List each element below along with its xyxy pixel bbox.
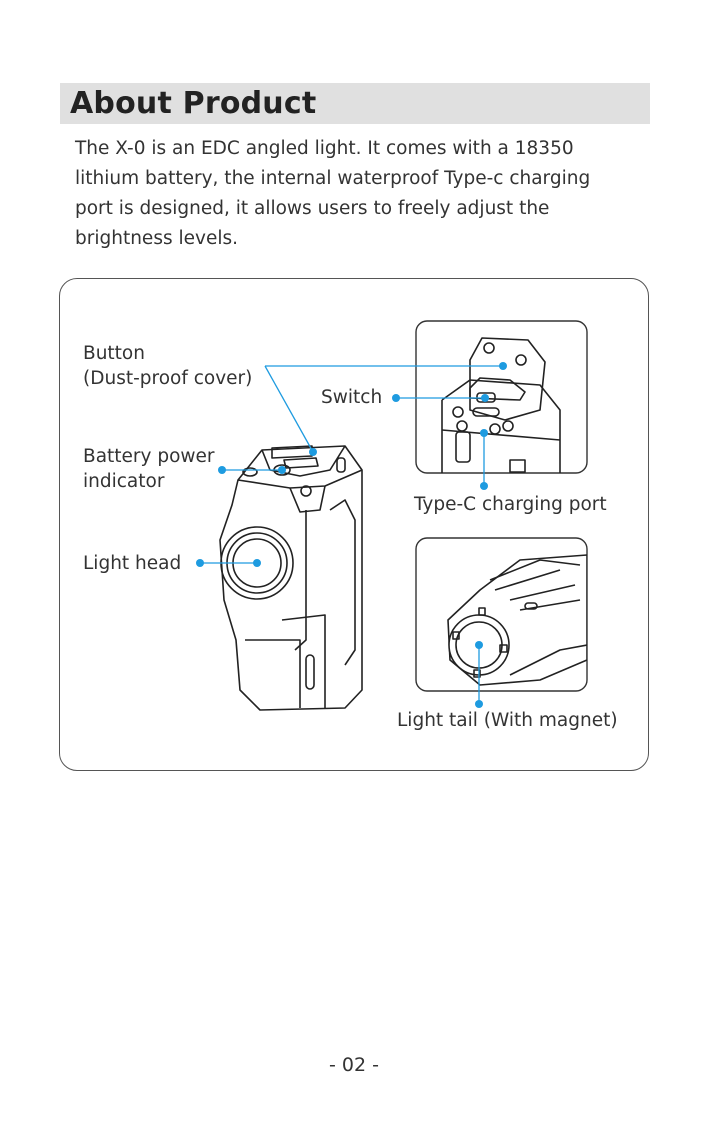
button-point: [499, 362, 507, 370]
switch-point: [481, 394, 489, 402]
label-switch: Switch: [321, 387, 383, 408]
top-detail-frame: [415, 320, 588, 474]
label-light-tail: Light tail (With magnet): [397, 710, 618, 731]
label-battery-sub: indicator: [83, 471, 165, 492]
flashlight-illustration: [219, 445, 363, 711]
label-light-head: Light head: [83, 553, 182, 574]
leader-dots: [196, 362, 507, 708]
light-head-dot: [196, 559, 204, 567]
label-battery: Battery power: [83, 446, 215, 467]
intro-line: brightness levels.: [75, 228, 238, 249]
type-c-point: [480, 429, 488, 437]
intro-line: The X-0 is an EDC angled light. It comes…: [75, 138, 574, 159]
leader-lines: [200, 365, 503, 704]
switch-dot: [392, 394, 400, 402]
light-tail-point: [475, 641, 483, 649]
light-tail-dot: [475, 700, 483, 708]
light-head-point: [253, 559, 261, 567]
battery-point: [278, 466, 286, 474]
section-title: About Product: [70, 86, 317, 121]
label-button: Button: [83, 343, 145, 364]
battery-dot: [218, 466, 226, 474]
label-type-c: Type-C charging port: [414, 494, 607, 515]
product-diagram-panel: [59, 278, 649, 771]
button-point-main: [309, 448, 317, 456]
intro-line: port is designed, it allows users to fre…: [75, 198, 550, 219]
type-c-dot: [480, 482, 488, 490]
page-number: - 02 -: [329, 1054, 379, 1076]
section-header: About Product: [60, 83, 650, 124]
intro-line: lithium battery, the internal waterproof…: [75, 168, 591, 189]
top-detail-illustration: [441, 337, 561, 473]
intro-paragraph: The X-0 is an EDC angled light. It comes…: [75, 134, 635, 254]
label-button-sub: (Dust-proof cover): [83, 368, 253, 389]
tail-detail-illustration: [447, 554, 587, 686]
